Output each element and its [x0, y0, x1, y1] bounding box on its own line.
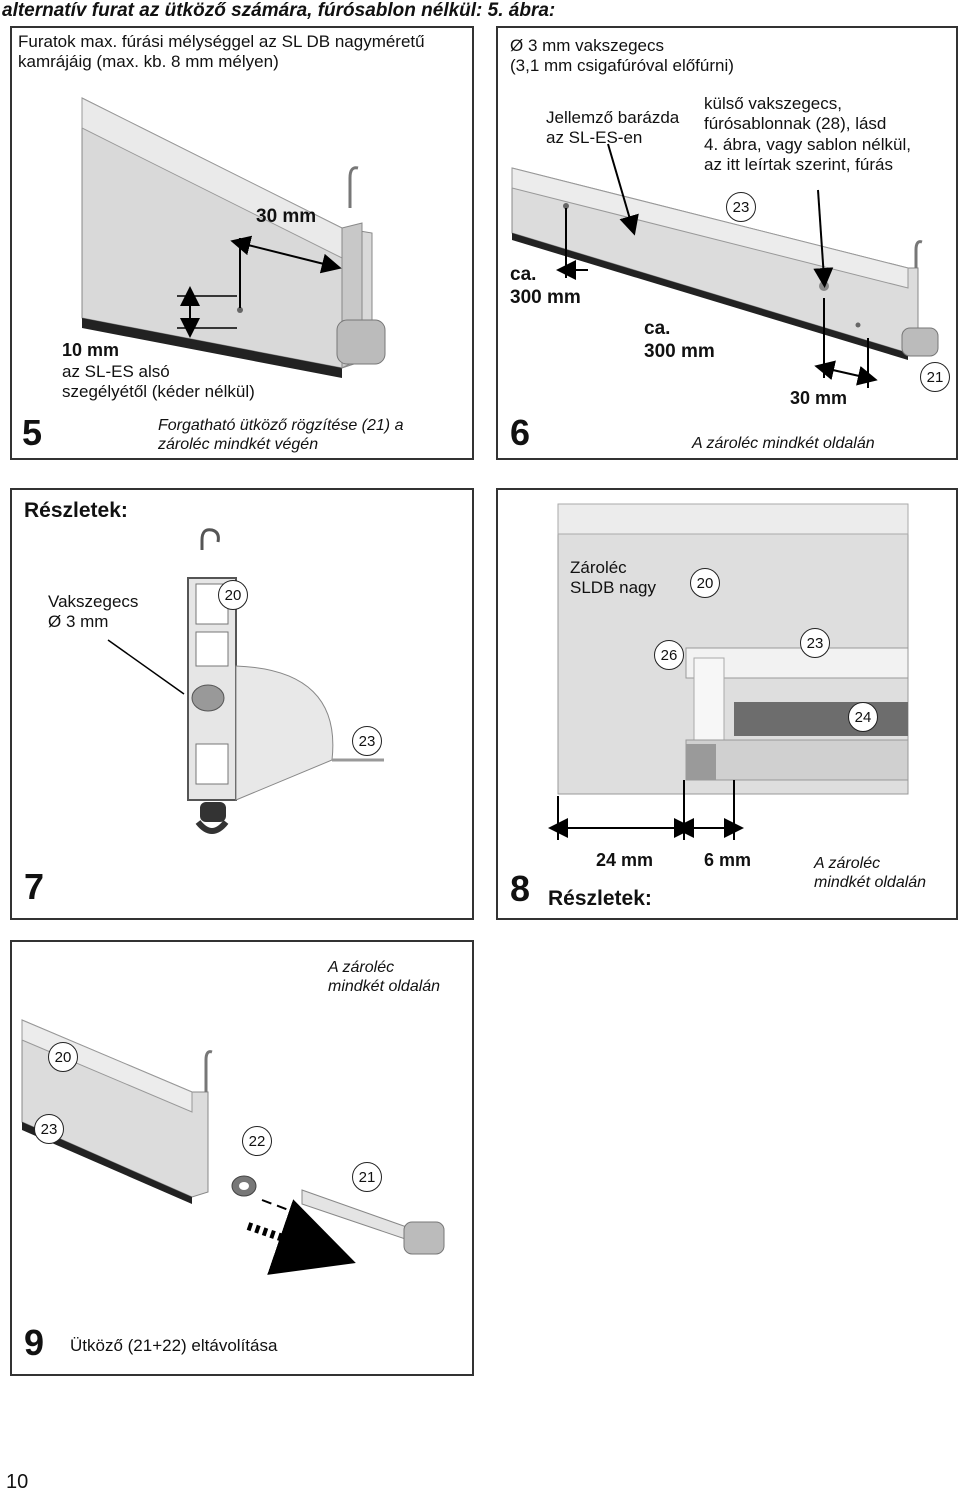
figure-6-note-nail: Ø 3 mm vakszegecs (3,1 mm csigafúróval e…	[510, 36, 734, 76]
figure-8-callout-20: 20	[690, 568, 720, 598]
figure-6-note-groove: Jellemző barázda az SL-ES-en	[546, 108, 680, 148]
figure-5-dim-10: 10 mm	[62, 340, 120, 360]
figure-5-panel: Furatok max. fúrási mélységgel az SL DB …	[10, 26, 474, 460]
figure-5-note-bottom: az SL-ES alsó szegélyétől (kéder nélkül)	[62, 362, 255, 402]
figure-8-dim-6: 6 mm	[704, 850, 752, 870]
figure-6-illustration	[511, 143, 939, 388]
figure-6-number: 6	[510, 412, 531, 453]
figure-8-callout-23: 23	[800, 628, 830, 658]
page-number: 10	[6, 1471, 29, 1493]
figure-6-dim-ca-1: ca. 300 mm	[510, 264, 581, 308]
figure-6-panel: Ø 3 mm vakszegecs (3,1 mm csigafúróval e…	[496, 26, 958, 460]
figure-5-caption: Forgatható ütköző rögzítése (21) a zárol…	[158, 417, 404, 454]
figure-6-callout-21: 21	[920, 362, 950, 392]
figure-7-callout-23: 23	[352, 726, 382, 756]
figure-5-number: 5	[22, 412, 43, 453]
figure-7-title: Részletek:	[24, 499, 128, 522]
figure-6-dim-ca-2: ca. 300 mm	[644, 318, 715, 362]
figure-7-panel: Részletek: Vakszegecs Ø 3 mm 20 23 7	[10, 488, 474, 920]
figure-9-callout-20: 20	[48, 1042, 78, 1072]
figure-6-caption: A zároléc mindkét oldalán	[692, 435, 875, 452]
figure-8-title: Részletek:	[548, 887, 652, 910]
figure-7-callout-20: 20	[218, 580, 248, 610]
figure-5-illustration	[81, 97, 386, 378]
figure-6-note-outer: külső vakszegecs, fúrósablonnak (28), lá…	[704, 94, 911, 175]
figure-8-callout-24: 24	[848, 702, 878, 732]
figure-9-callout-22: 22	[242, 1126, 272, 1156]
figure-9-callout-21: 21	[352, 1162, 382, 1192]
figure-9-caption: Ütköző (21+22) eltávolítása	[70, 1336, 278, 1355]
figure-5-dim-30: 30 mm	[256, 206, 317, 227]
figure-8-number: 8	[510, 868, 531, 909]
figure-6-dim-30: 30 mm	[790, 388, 848, 408]
figure-9-illustration	[21, 1019, 445, 1275]
figure-8-callout-26: 26	[654, 640, 684, 670]
figure-8-caption: A zároléc mindkét oldalán	[814, 855, 927, 892]
figure-7-number: 7	[24, 866, 45, 907]
figure-9-callout-23: 23	[34, 1114, 64, 1144]
figure-8-illustration	[548, 503, 909, 840]
figure-8-dim-24: 24 mm	[596, 850, 654, 870]
figure-8-note: Zároléc SLDB nagy	[570, 558, 656, 598]
figure-5-note-top: Furatok max. fúrási mélységgel az SL DB …	[18, 32, 425, 72]
page-header-title: alternatív furat az ütköző számára, fúró…	[2, 0, 556, 21]
figure-8-panel: Zároléc SLDB nagy 20 26 23 24 24 mm 6 mm…	[496, 488, 958, 920]
figure-9-note: A zároléc mindkét oldalán	[328, 959, 441, 996]
figure-7-illustration	[107, 528, 384, 834]
figure-6-callout-23: 23	[726, 192, 756, 222]
figure-7-note: Vakszegecs Ø 3 mm	[48, 592, 139, 632]
figure-9-number: 9	[24, 1322, 45, 1363]
figure-9-panel: A zároléc mindkét oldalán 20 23 22 21 9 …	[10, 940, 474, 1376]
